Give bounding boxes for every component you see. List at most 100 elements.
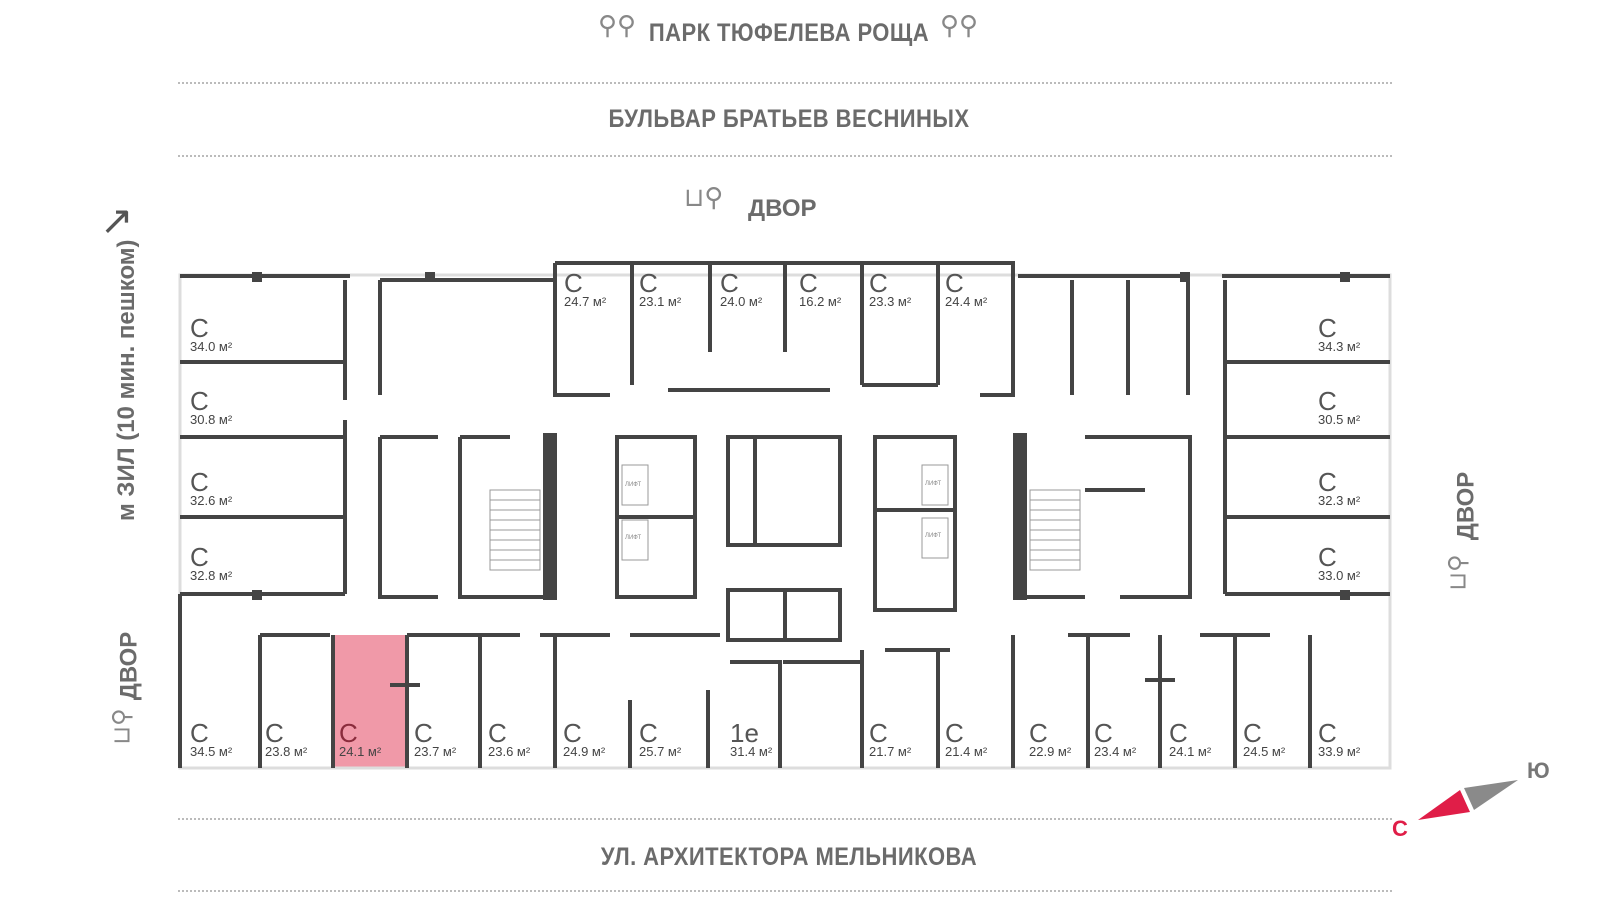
unit-type: С: [190, 386, 209, 416]
unit-type: С: [1169, 718, 1188, 748]
yard-top-label: ДВОР: [748, 195, 817, 222]
unit-type: С: [1318, 313, 1337, 343]
unit-area: 23.8 м²: [265, 744, 308, 759]
unit-area: 33.0 м²: [1318, 568, 1361, 583]
compass-north-pointer: [1418, 790, 1470, 820]
park-label: ПАРК ТЮФЕЛЕВА РОЩА: [648, 19, 930, 47]
boulevard-label: БУЛЬВАР БРАТЬЕВ ВЕСНИНЫХ: [608, 105, 970, 133]
unit-type: С: [1318, 386, 1337, 416]
unit-area: 32.6 м²: [190, 493, 233, 508]
unit-type: С: [1318, 467, 1337, 497]
unit-type: С: [639, 268, 658, 298]
unit-area: 21.7 м²: [869, 744, 912, 759]
unit-type: 1е: [730, 718, 759, 748]
unit-area: 31.4 м²: [730, 744, 773, 759]
yard-icon: ⊔⚲: [684, 182, 724, 212]
compass-south-label: Ю: [1527, 758, 1550, 783]
unit-area: 23.6 м²: [488, 744, 531, 759]
unit-area: 34.3 м²: [1318, 339, 1361, 354]
unit-area: 32.8 м²: [190, 568, 233, 583]
unit-area: 23.4 м²: [1094, 744, 1137, 759]
unit-type: С: [639, 718, 658, 748]
tree-icon: ⚲⚲: [598, 10, 637, 40]
unit-area: 23.7 м²: [414, 744, 457, 759]
divider: [178, 82, 1392, 84]
unit-type: С: [190, 467, 209, 497]
unit-type: С: [1318, 718, 1337, 748]
selected-unit-highlight: [333, 635, 407, 768]
street-bottom-label: УЛ. АРХИТЕКТОРА МЕЛЬНИКОВА: [600, 843, 978, 871]
compass-north-label: С: [1392, 816, 1408, 841]
unit-area: 24.4 м²: [945, 294, 988, 309]
unit-area: 34.0 м²: [190, 339, 233, 354]
lift-label: ЛИФТ: [925, 533, 942, 539]
unit-type: С: [1243, 718, 1262, 748]
unit-area: 21.4 м²: [945, 744, 988, 759]
unit-area: 33.9 м²: [1318, 744, 1361, 759]
unit-type: С: [945, 268, 964, 298]
compass-south-pointer: [1464, 780, 1518, 810]
unit-area: 30.5 м²: [1318, 412, 1361, 427]
unit-type: С: [945, 718, 964, 748]
unit-area: 25.7 м²: [639, 744, 682, 759]
unit-type: С: [190, 542, 209, 572]
unit-area: 32.3 м²: [1318, 493, 1361, 508]
unit-area: 24.1 м²: [339, 744, 382, 759]
divider: [178, 818, 1392, 820]
unit-type: С: [488, 718, 507, 748]
unit-type: С: [1029, 718, 1048, 748]
unit-area: 23.1 м²: [639, 294, 682, 309]
lift-label: ЛИФТ: [625, 482, 642, 488]
unit-type: С: [799, 268, 818, 298]
unit-area: 24.9 м²: [563, 744, 606, 759]
unit-area: 34.5 м²: [190, 744, 233, 759]
divider: [178, 890, 1392, 892]
unit-type: С: [1094, 718, 1113, 748]
unit-type: С: [265, 718, 284, 748]
divider: [178, 155, 1392, 157]
unit-area: 24.1 м²: [1169, 744, 1212, 759]
unit-type: С: [869, 718, 888, 748]
unit-type: С: [190, 718, 209, 748]
arrow-northeast-icon: ↗: [100, 199, 134, 243]
unit-type: С: [563, 718, 582, 748]
unit-type: С: [414, 718, 433, 748]
unit-type: С: [564, 268, 583, 298]
lift-label: ЛИФТ: [625, 535, 642, 541]
unit-type: С: [1318, 542, 1337, 572]
unit-area: 22.9 м²: [1029, 744, 1072, 759]
unit-area: 24.7 м²: [564, 294, 607, 309]
unit-type: С: [190, 313, 209, 343]
unit-area: 30.8 м²: [190, 412, 233, 427]
unit-area: 23.3 м²: [869, 294, 912, 309]
